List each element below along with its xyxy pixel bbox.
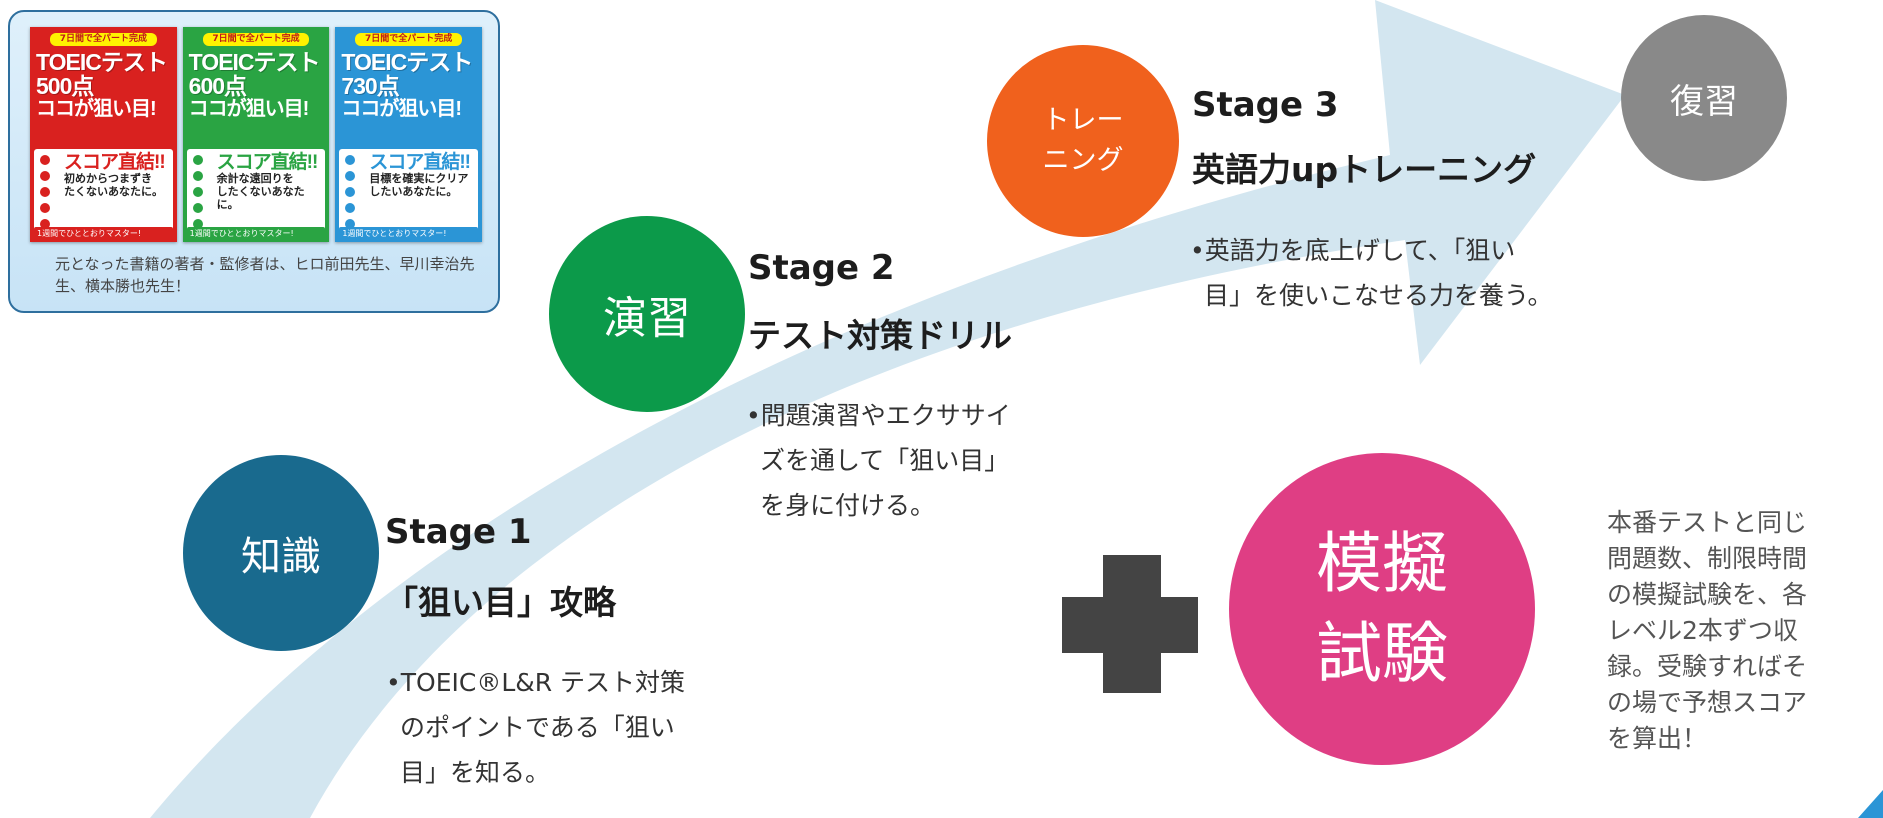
book-tagline-1: 初めからつまずき [64,173,152,185]
stage1-description-line: 目」を知る。 [400,758,551,787]
book-score: 730点 [341,73,399,99]
stage1-description-line: のポイントである「狙い [400,713,675,742]
book-cover-730: 7日間で全パート完成 TOEICテスト 730点 ココが狙い目! スコア直結!!… [335,27,483,242]
book-subtitle: ココが狙い目! [36,98,157,120]
moshi-description-line: 録。受験すればそ [1607,652,1808,681]
stage1-description: •TOEIC®L&R テスト対策 のポイントである「狙い 目」を知る。 [386,660,685,795]
book-tagline-2: したいあなたに。 [369,186,458,198]
book-tagline-2: したくないあなたに。 [216,186,305,211]
book-title: TOEICテスト [36,49,168,75]
book-strip: 1週間でひととおりマスター! [186,227,326,240]
stage2-description-line: を身に付ける。 [760,491,936,520]
moshi-description-line: レベル2本ずつ収 [1607,616,1798,645]
moshi-circle: 模擬 試験 [1229,453,1535,765]
stage2-title: テスト対策ドリル [748,316,1012,355]
book-caption: 元となった書籍の著者・監修者は、ヒロ前田先生、早川幸治先生、横本勝也先生！ [55,255,475,295]
moshi-description-line: 本番テストと同じ [1607,508,1808,537]
bullet-dots-icon [40,155,54,235]
fukushu-circle-label: 復習 [1670,81,1738,122]
book-score: 500点 [36,73,94,99]
stage3-description-line: 目」を使いこなせる力を養う。 [1204,281,1553,310]
moshi-circle-label-1: 模擬 [1316,525,1448,602]
book-lower-score: スコア直結!! [369,152,471,173]
stage1-heading: Stage 1 [385,512,532,552]
corner-decoration [1858,790,1883,818]
stage1-description-line: •TOEIC®L&R テスト対策 [386,668,686,697]
moshi-description-line: 問題数、制限時間 [1607,544,1808,573]
book-subtitle: ココが狙い目! [188,98,310,120]
book-lower-panel: スコア直結!! 初めからつまずき たくないあなたに。 [34,149,173,238]
book-score: 600点 [188,73,247,99]
moshi-description: 本番テストと同じ 問題数、制限時間 の模擬試験を、各 レベル2本ずつ収 録。受験… [1607,505,1845,757]
enshu-circle: 演習 [549,216,745,412]
plus-icon-bar [1062,597,1198,653]
book-banner: 7日間で全パート完成 [50,33,157,46]
moshi-description-line: の模擬試験を、各 [1607,580,1808,609]
book-title: TOEICテスト [341,49,473,75]
book-lower-score: スコア直結!! [64,152,166,173]
chishiki-circle-label: 知識 [241,534,321,580]
book-lower-panel: スコア直結!! 余計な遠回りを したくないあなたに。 [186,149,326,238]
book-lower-panel: スコア直結!! 目標を確実にクリア したいあなたに。 [339,149,479,238]
stage2-description-line: ズを通して「狙い目」 [760,446,1010,475]
book-strip: 1週間でひととおりマスター! [339,227,479,240]
fukushu-circle: 復習 [1621,15,1787,181]
moshi-description-line: を算出！ [1607,724,1708,753]
stage3-description: •英語力を底上げして、「狙い 目」を使いこなせる力を養う。 [1190,228,1553,318]
book-tagline-2: たくないあなたに。 [64,186,163,198]
moshi-circle-label-2: 試験 [1316,615,1448,692]
stage3-title: 英語力upトレーニング [1192,150,1537,189]
training-circle-label-1: トレー [1042,105,1124,136]
stage2-description-line: •問題演習やエクササイ [746,401,1011,430]
book-cover-500: 7日間で全パート完成 TOEICテスト 500点 ココが狙い目! スコア直結!!… [30,27,177,242]
book-tagline-1: 余計な遠回りを [216,173,294,185]
bullet-dots-icon [192,155,207,235]
moshi-description-line: の場で予想スコア [1607,688,1808,717]
enshu-circle-label: 演習 [603,293,691,344]
training-circle: トレー ニング [987,45,1179,237]
book-lower-score: スコア直結!! [216,152,319,173]
stage2-heading: Stage 2 [748,248,895,288]
bullet-dots-icon [345,155,359,235]
chishiki-circle: 知識 [183,455,379,651]
book-panel: 7日間で全パート完成 TOEICテスト 500点 ココが狙い目! スコア直結!!… [8,10,500,313]
training-circle-label-2: ニング [1042,145,1124,176]
book-subtitle: ココが狙い目! [341,98,462,120]
book-banner: 7日間で全パート完成 [355,33,463,46]
book-banner: 7日間で全パート完成 [202,33,310,46]
book-cover-600: 7日間で全パート完成 TOEICテスト 600点 ココが狙い目! スコア直結!!… [182,27,330,242]
stage2-description: •問題演習やエクササイ ズを通して「狙い目」 を身に付ける。 [746,393,1011,528]
stage1-title: 「狙い目」攻略 [385,583,616,622]
book-covers: 7日間で全パート完成 TOEICテスト 500点 ココが狙い目! スコア直結!!… [30,27,483,242]
book-title: TOEICテスト [188,49,321,75]
stage3-heading: Stage 3 [1192,85,1339,125]
book-strip: 1週間でひととおりマスター! [34,227,173,240]
stage3-description-line: •英語力を底上げして、「狙い [1190,236,1516,265]
book-tagline-1: 目標を確実にクリア [369,173,469,185]
